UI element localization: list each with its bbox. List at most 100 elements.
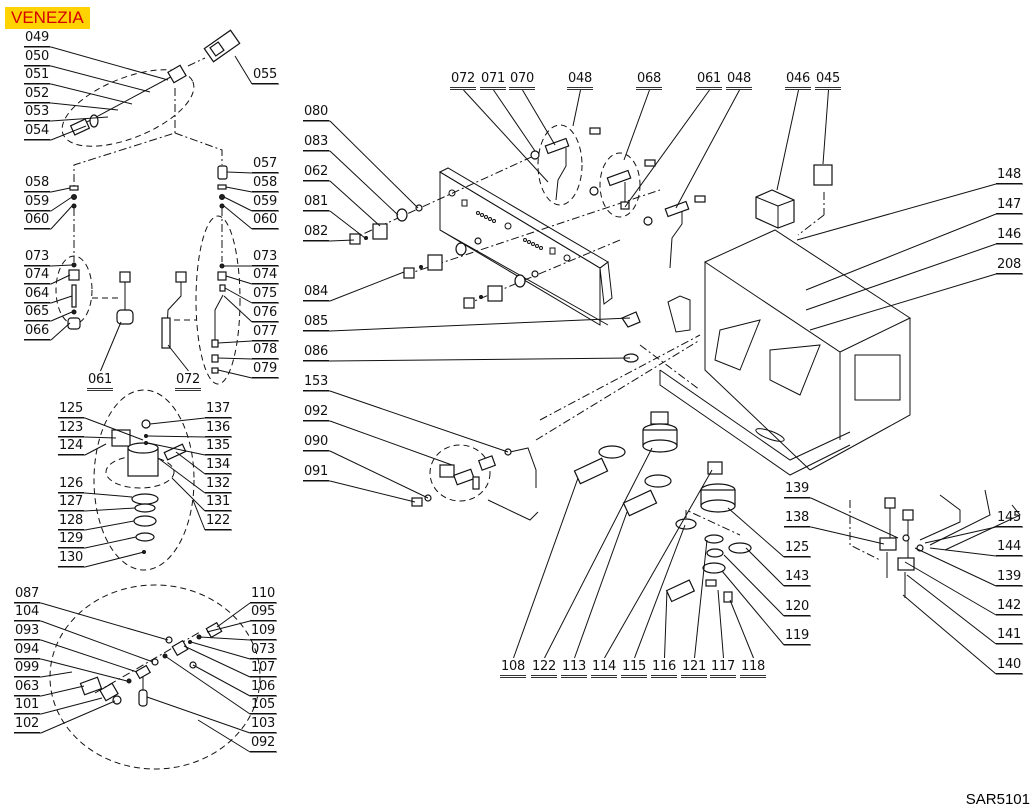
- leader-line-104: [40, 620, 154, 663]
- part-label-139: 139: [784, 481, 810, 498]
- part-label-085: 085: [303, 314, 329, 331]
- part-label-132: 132: [205, 476, 231, 493]
- part-label-071: 071: [480, 72, 506, 90]
- leader-line-091: [329, 480, 416, 503]
- leader-line-101: [40, 697, 103, 715]
- part-label-125: 125: [784, 540, 810, 557]
- part-label-081: 081: [303, 194, 329, 211]
- part-label-051: 051: [24, 67, 50, 84]
- part-label-108: 108: [500, 660, 526, 678]
- part-label-145: 145: [996, 510, 1022, 527]
- part-label-087: 087: [14, 586, 40, 603]
- leader-line-122: [544, 447, 653, 659]
- leader-line-062: [329, 180, 381, 227]
- leader-line-059: [223, 196, 253, 212]
- leader-line-108: [513, 477, 579, 659]
- part-label-090: 090: [303, 434, 329, 451]
- leader-line-110: [216, 602, 251, 628]
- leader-line-080: [329, 120, 419, 209]
- leader-line-072: [167, 344, 189, 372]
- part-label-118: 118: [740, 660, 766, 678]
- part-label-093: 093: [14, 623, 40, 640]
- part-label-061: 061: [696, 72, 722, 90]
- electrical-components: [755, 164, 833, 236]
- part-label-077: 077: [252, 324, 278, 341]
- leader-line-125: [727, 507, 785, 558]
- part-label-139: 139: [996, 569, 1022, 586]
- leader-line-064: [50, 295, 73, 304]
- leader-line-134: [175, 451, 206, 475]
- part-label-143: 143: [784, 569, 810, 586]
- leader-line-099: [40, 671, 73, 678]
- brewgroup-parts: [539, 311, 752, 603]
- leader-line-048: [675, 89, 740, 209]
- leader-line-081: [329, 210, 366, 239]
- part-label-058: 058: [24, 175, 50, 192]
- machine-frame: [659, 229, 912, 476]
- part-label-080: 080: [303, 104, 329, 121]
- leader-line-113: [574, 511, 628, 659]
- leader-line-137: [149, 417, 206, 425]
- part-label-123: 123: [58, 420, 84, 437]
- part-label-105: 105: [250, 697, 276, 714]
- part-label-073: 073: [24, 249, 50, 266]
- leader-line-139: [810, 497, 899, 539]
- part-label-053: 053: [24, 104, 50, 121]
- leader-line-058: [50, 187, 71, 193]
- leader-line-140: [902, 594, 997, 675]
- part-label-137: 137: [205, 401, 231, 418]
- part-label-106: 106: [250, 679, 276, 696]
- leader-line-109: [199, 636, 251, 641]
- part-label-092: 092: [250, 735, 276, 752]
- part-label-104: 104: [14, 604, 40, 621]
- part-label-101: 101: [14, 697, 40, 714]
- leader-line-128: [84, 520, 135, 531]
- leader-line-122: [192, 499, 206, 531]
- leader-line-090: [329, 450, 429, 499]
- leader-line-073: [50, 264, 73, 267]
- leader-line-130: [84, 551, 145, 568]
- part-label-141: 141: [996, 627, 1022, 644]
- leader-line-068: [623, 89, 650, 161]
- part-label-073: 073: [252, 249, 278, 266]
- leader-line-146: [805, 243, 997, 311]
- leader-line-070: [522, 89, 556, 146]
- part-label-076: 076: [252, 305, 278, 322]
- part-label-130: 130: [58, 550, 84, 567]
- part-label-125: 125: [58, 401, 84, 418]
- part-label-082: 082: [303, 224, 329, 241]
- leader-line-107: [183, 645, 251, 678]
- leader-line-127: [84, 507, 136, 512]
- part-label-099: 099: [14, 660, 40, 677]
- part-label-129: 129: [58, 531, 84, 548]
- part-label-091: 091: [303, 464, 329, 481]
- leader-line-050: [50, 65, 151, 93]
- part-label-095: 095: [250, 604, 276, 621]
- part-label-083: 083: [303, 134, 329, 151]
- part-label-058: 058: [252, 175, 278, 192]
- leader-line-105: [164, 655, 251, 715]
- part-label-061: 061: [87, 373, 113, 391]
- leader-line-119: [721, 570, 785, 646]
- panel-top-valves: [530, 124, 706, 269]
- leader-line-121: [694, 539, 708, 659]
- part-label-142: 142: [996, 598, 1022, 615]
- leader-line-106: [192, 664, 251, 697]
- part-label-063: 063: [14, 679, 40, 696]
- part-label-094: 094: [14, 642, 40, 659]
- part-label-103: 103: [250, 716, 276, 733]
- leader-line-055: [234, 55, 253, 85]
- leader-line-059: [50, 196, 73, 212]
- part-label-048: 048: [567, 72, 593, 90]
- part-label-062: 062: [303, 164, 329, 181]
- part-label-116: 116: [651, 660, 677, 678]
- leader-line-138: [810, 526, 885, 545]
- leader-line-063: [40, 685, 85, 697]
- leader-line-148: [796, 183, 997, 241]
- part-label-068: 068: [636, 72, 662, 90]
- leader-line-061: [624, 89, 710, 208]
- part-label-059: 059: [252, 194, 278, 211]
- part-label-045: 045: [815, 72, 841, 90]
- leader-line-045: [822, 89, 829, 165]
- leader-line-120: [723, 554, 785, 617]
